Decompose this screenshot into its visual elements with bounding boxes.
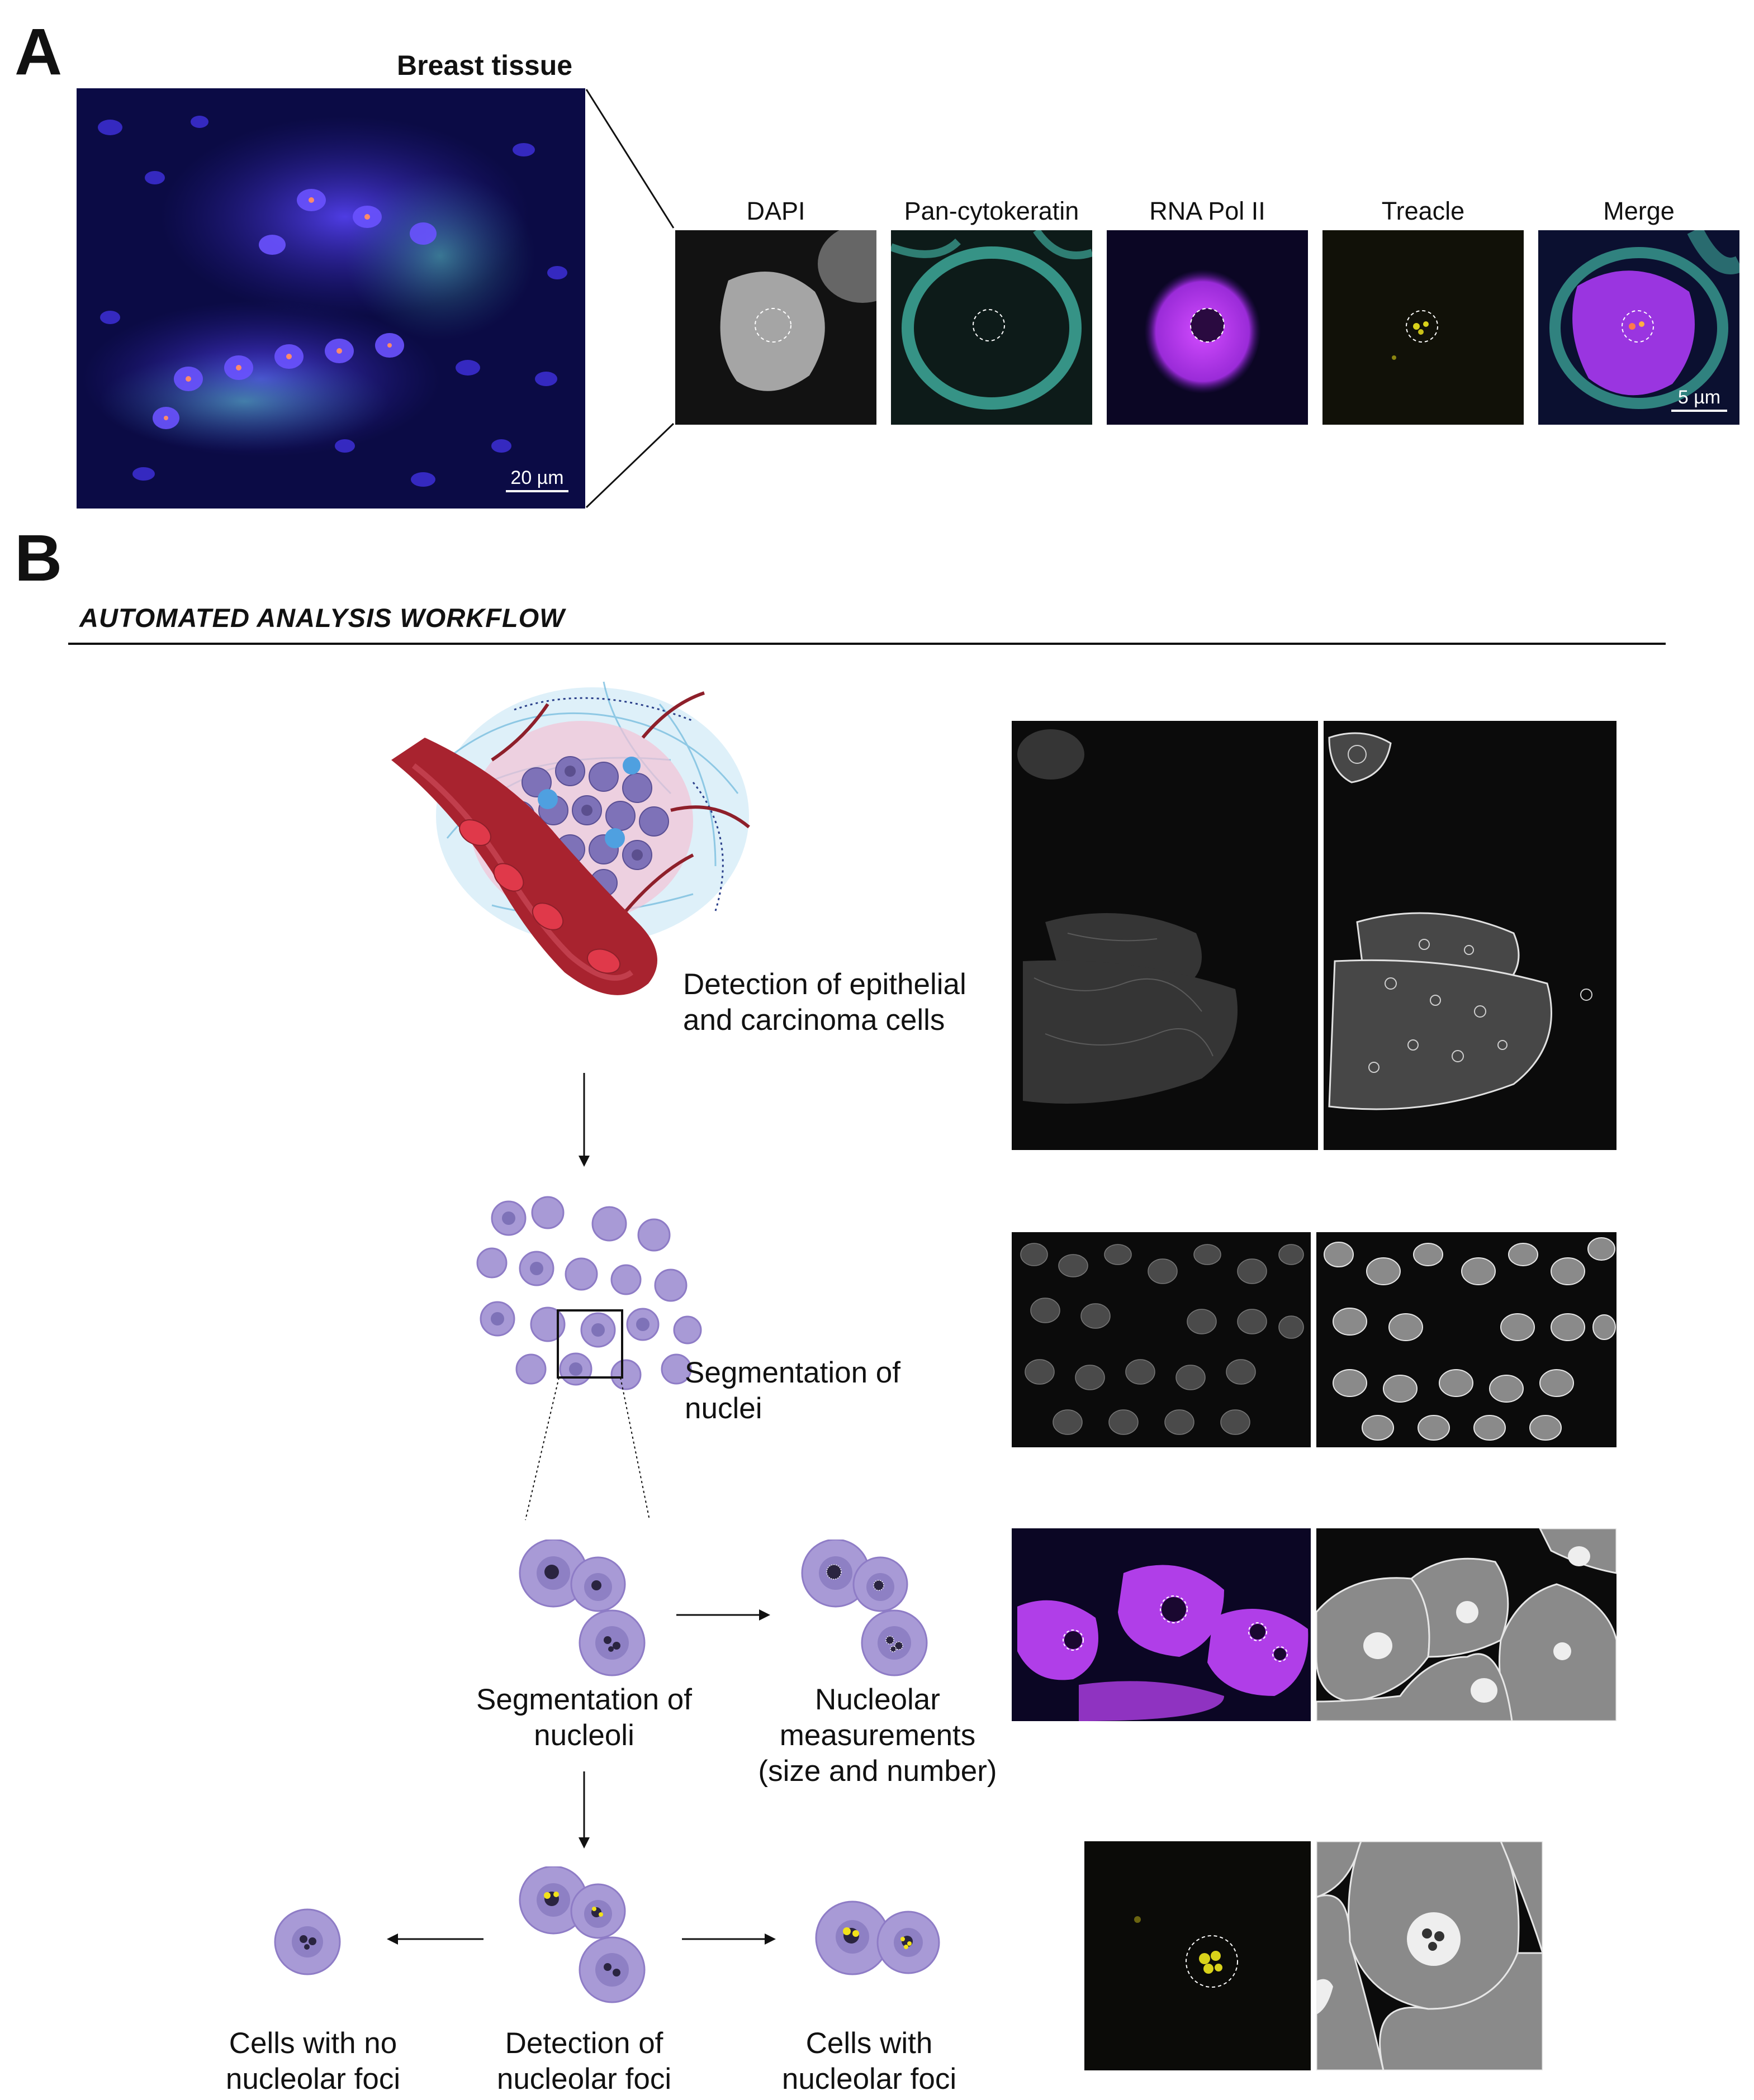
scale-bar-large: 20 µm: [506, 467, 568, 492]
tumor-illustration: [391, 681, 750, 995]
panel-a-title: Breast tissue: [397, 50, 573, 81]
nuclei-cluster-illustration: [476, 1196, 702, 1390]
nucleoli-segmented-image: [1316, 1528, 1616, 1721]
merge-image: [1538, 230, 1739, 425]
step-measurements-line2: measurements: [779, 1719, 976, 1752]
epithelial-segmented-image: [1324, 721, 1616, 1150]
zoom-dotted-lines: [525, 1377, 650, 1521]
panel-b-letter: B: [15, 521, 63, 595]
step-epithelial-line2: and carcinoma cells: [683, 1004, 945, 1037]
step-epithelial-line1: Detection of epithelial: [683, 968, 966, 1001]
detection-foci-cells-illustration: [519, 1866, 646, 2003]
arrow-right-measurements: [676, 1609, 770, 1621]
step-nuclei-line1: Segmentation of: [685, 1356, 900, 1389]
step-no-foci-line1: Cells with no: [229, 2027, 397, 2060]
step-no-foci: Cells with no nucleolar foci: [184, 2026, 442, 2097]
nucleoli-raw-image: [1012, 1528, 1311, 1721]
panel-a-letter: A: [15, 15, 63, 89]
zoom-connector: [585, 89, 675, 509]
scale-bar-small: 5 µm: [1671, 387, 1727, 412]
arrow-down-1: [579, 1073, 590, 1167]
pan-cytokeratin-image: [891, 230, 1092, 425]
foci-raw-image: [1084, 1841, 1311, 2070]
step-with-foci-line1: Cells with: [805, 2027, 933, 2060]
rna-pol-ii-image: [1107, 230, 1308, 425]
nuclei-segmented-image: [1316, 1232, 1616, 1447]
channel-label-pan-cytokeratin: Pan-cytokeratin: [904, 197, 1079, 225]
step-nucleoli: Segmentation of nucleoli: [447, 1682, 721, 1754]
breast-tissue-image: [77, 88, 585, 509]
with-foci-cells-illustration: [815, 1901, 940, 1975]
foci-segmented-image: [1316, 1841, 1543, 2070]
scale-bar-large-label: 20 µm: [510, 467, 564, 488]
step-measurements: Nucleolar measurements (size and number): [732, 1682, 1023, 1789]
step-detect-foci-line1: Detection of: [505, 2027, 663, 2060]
channel-label-merge: Merge: [1603, 197, 1675, 225]
scale-bar-small-label: 5 µm: [1677, 387, 1721, 408]
step-nuclei-line2: nuclei: [685, 1392, 762, 1425]
arrow-down-2: [579, 1771, 590, 1849]
channel-label-rna-pol-ii: RNA Pol II: [1149, 197, 1265, 225]
step-epithelial: Detection of epithelial and carcinoma ce…: [683, 967, 966, 1038]
step-measurements-line3: (size and number): [758, 1755, 997, 1788]
step-nucleoli-line1: Segmentation of: [476, 1683, 692, 1716]
step-measurements-line1: Nucleolar: [815, 1683, 940, 1716]
channel-label-dapi: DAPI: [746, 197, 805, 225]
arrow-left-no-foci: [387, 1933, 483, 1945]
treacle-image: [1322, 230, 1524, 425]
step-detect-foci-line2: nucleolar foci: [496, 2063, 672, 2096]
workflow-title: AUTOMATED ANALYSIS WORKFLOW: [79, 603, 565, 633]
workflow-divider: [68, 643, 1666, 645]
step-nuclei: Segmentation of nuclei: [685, 1355, 900, 1427]
step-with-foci-line2: nucleolar foci: [781, 2063, 957, 2096]
nucleoli-cells-illustration: [519, 1540, 646, 1676]
step-detect-foci: Detection of nucleolar foci: [453, 2026, 715, 2097]
no-foci-cell-illustration: [274, 1908, 341, 1975]
channel-label-treacle: Treacle: [1381, 197, 1465, 225]
nuclei-raw-image: [1012, 1232, 1311, 1447]
dapi-image: [675, 230, 876, 425]
step-with-foci: Cells with nucleolar foci: [738, 2026, 1001, 2097]
arrow-right-with-foci: [682, 1933, 776, 1945]
measurement-cells-illustration: [801, 1540, 928, 1676]
step-nucleoli-line2: nucleoli: [534, 1719, 634, 1752]
step-no-foci-line2: nucleolar foci: [225, 2063, 401, 2096]
epithelial-raw-image: [1012, 721, 1318, 1150]
